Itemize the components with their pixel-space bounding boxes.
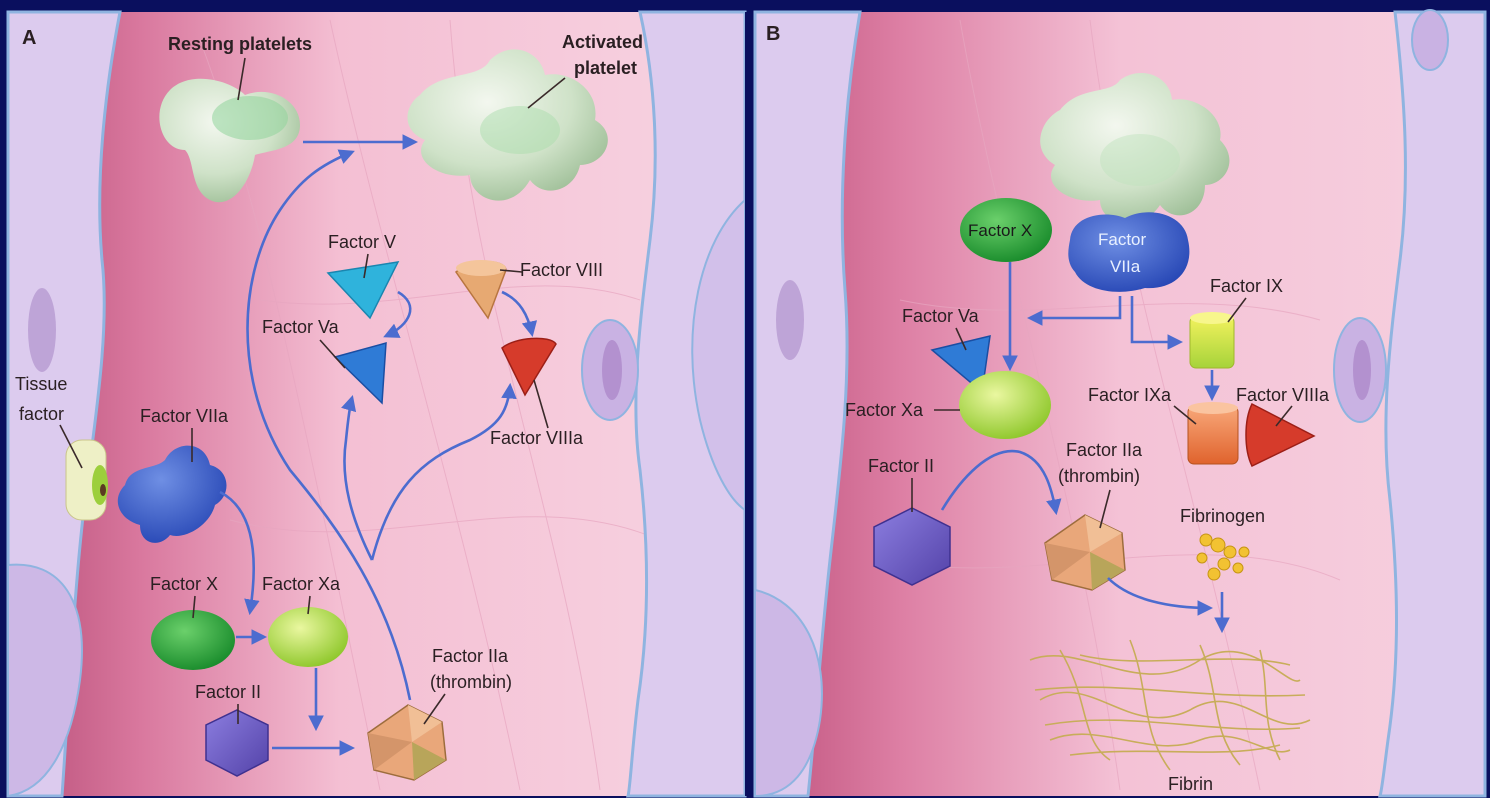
factor-xa-label-b: Factor Xa [845,400,924,420]
factor-xa-label-a: Factor Xa [262,574,341,594]
factor-viia-label-a: Factor VIIa [140,406,229,426]
factor-iia-label-a-2: (thrombin) [430,672,512,692]
factor-viiia-label-b: Factor VIIIa [1236,385,1330,405]
activated-platelet-label-2: platelet [574,58,637,78]
panel-b: B Factor X Factor VIIa Factor IX Factor … [755,10,1485,796]
panel-a: A Resting platelets Activated platelet T… [8,12,745,796]
factor-viiia-label-a: Factor VIIIa [490,428,584,448]
factor-xa-shape-b [959,371,1051,439]
factor-viia-shape-b [1068,212,1189,292]
factor-va-label-a: Factor Va [262,317,340,337]
factor-va-label-b: Factor Va [902,306,980,326]
panel-a-letter: A [22,27,36,49]
activated-platelet-label-1: Activated [562,32,643,52]
factor-x-label-a: Factor X [150,574,218,594]
factor-iia-label-b-2: (thrombin) [1058,466,1140,486]
resting-platelets-label: Resting platelets [168,34,312,54]
factor-iia-label-a-1: Factor IIa [432,646,509,666]
factor-ii-label-a: Factor II [195,682,261,702]
factor-xa-shape-a [268,607,348,667]
factor-v-label-a: Factor V [328,232,396,252]
factor-ix-shape-b [1190,312,1234,368]
tissue-factor-label-2: factor [19,404,64,424]
panel-b-letter: B [766,23,780,45]
factor-viia-label-b-2: VIIa [1110,257,1141,276]
fibrin-label: Fibrin [1168,774,1213,794]
factor-viia-label-b-1: Factor [1098,230,1147,249]
factor-ix-label-b: Factor IX [1210,276,1283,296]
factor-ixa-shape-b [1188,402,1238,464]
tissue-factor-label-1: Tissue [15,374,67,394]
factor-x-label-b: Factor X [968,221,1032,240]
tissue-factor [66,440,108,520]
factor-viii-label-a: Factor VIII [520,260,603,280]
factor-ixa-label-b: Factor IXa [1088,385,1172,405]
fibrinogen-label: Fibrinogen [1180,506,1265,526]
factor-iia-label-b-1: Factor IIa [1066,440,1143,460]
factor-x-shape-a [151,610,235,670]
factor-ii-label-b: Factor II [868,456,934,476]
